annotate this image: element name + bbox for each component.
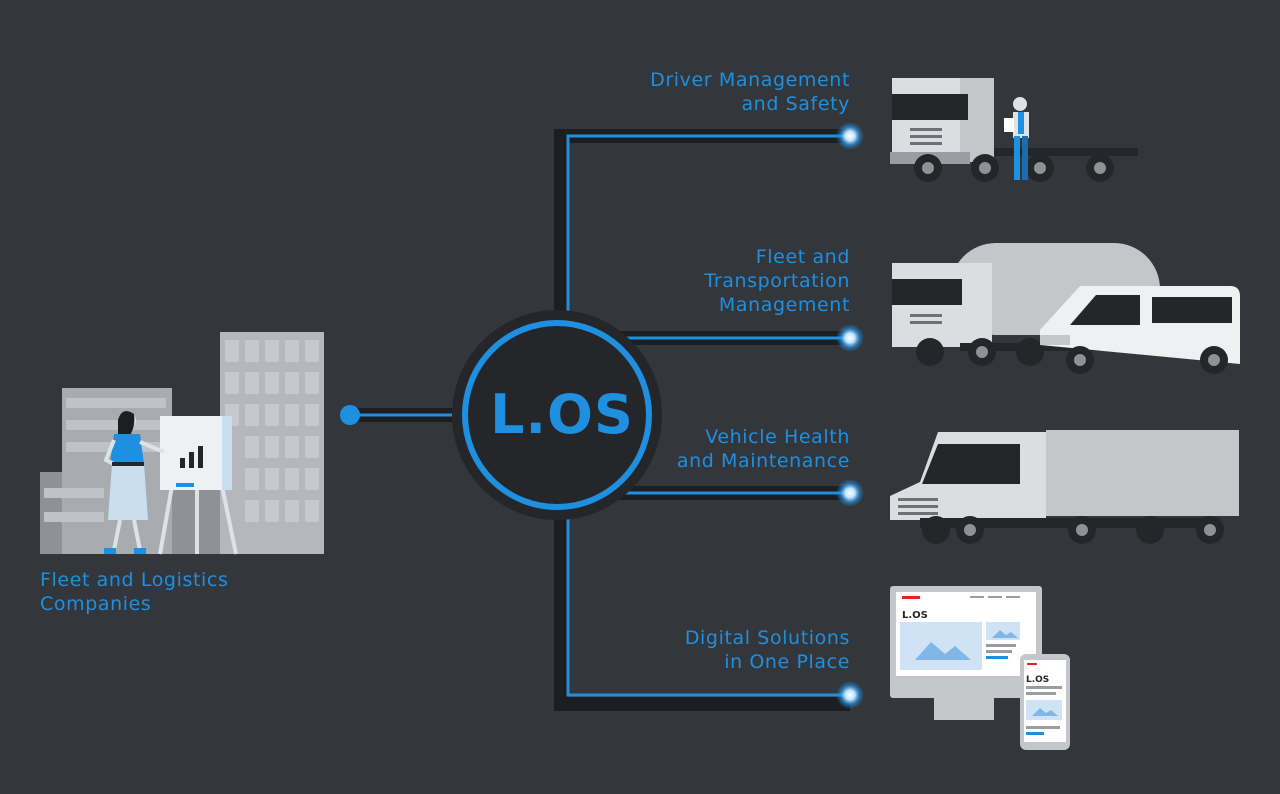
box-truck-icon xyxy=(890,430,1239,544)
branch-label-digital-solutions: Digital Solutions in One Place xyxy=(684,627,850,673)
source-connector-dot xyxy=(340,405,360,425)
los-center-label: L.OS xyxy=(490,383,634,446)
monitor-title: L.OS xyxy=(902,610,928,621)
phone-title: L.OS xyxy=(1026,675,1049,685)
truck-with-driver-icon xyxy=(890,78,1138,182)
source-label-fleet-companies: Fleet and Logistics Companies xyxy=(40,569,229,615)
flipchart-icon xyxy=(158,416,238,555)
monitor-and-phone-icon: L.OS L.OS xyxy=(890,586,1070,750)
tanker-and-van-icon xyxy=(892,243,1240,374)
branch-label-driver-management: Driver Management and Safety xyxy=(650,69,850,115)
branch-label-vehicle-health: Vehicle Health and Maintenance xyxy=(676,426,850,472)
los-node xyxy=(452,310,662,520)
presenter-icon xyxy=(103,411,165,554)
branch-label-fleet-transportation: Fleet and Transportation Management xyxy=(704,246,850,316)
endpoint-glows xyxy=(836,122,864,709)
